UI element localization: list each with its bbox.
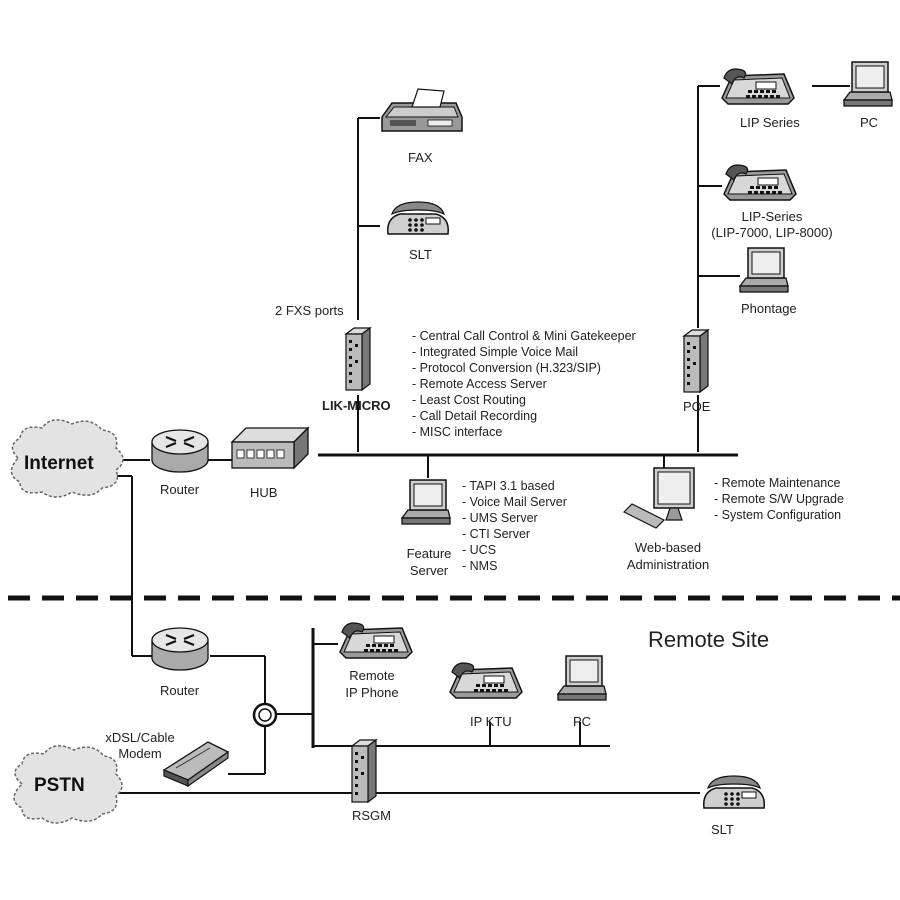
feature-server-feature-list: - TAPI 3.1 based - Voice Mail Server - U… <box>462 478 567 574</box>
fxs-ports-label: 2 FXS ports <box>275 303 344 318</box>
feature-item: - Call Detail Recording <box>412 409 538 423</box>
lip-series-label: LIP Series <box>740 115 800 130</box>
pc-bottom-icon <box>557 655 607 701</box>
pc-label: PC <box>860 115 879 130</box>
ip-ktu-phone-icon <box>449 662 523 699</box>
lik-micro-label: LIK-MICRO <box>322 398 391 413</box>
remote-ip-phone-icon <box>339 622 413 659</box>
feature-item: - Least Cost Routing <box>412 393 526 407</box>
phontage-icon <box>739 247 789 293</box>
feature-item: - Integrated Simple Voice Mail <box>412 345 579 359</box>
fax-icon <box>381 88 463 132</box>
modem-icon <box>162 741 230 788</box>
feature-server-icon <box>401 479 451 525</box>
feature-item: - Voice Mail Server <box>462 495 567 509</box>
modem-label-line1: xDSL/Cable <box>105 730 175 745</box>
pc-bottom-label: PC <box>573 714 592 729</box>
internet-cloud <box>10 419 124 498</box>
lip-series-2-label: LIP-Series <box>741 209 803 224</box>
web-admin-label-line2: Administration <box>626 557 710 572</box>
pc-icon <box>843 61 893 107</box>
feature-item: - MISC interface <box>412 425 503 439</box>
remote-ip-phone-label-line1: Remote <box>349 668 395 683</box>
poe-device-icon <box>683 329 709 393</box>
hub-icon <box>230 426 310 470</box>
connection-lines <box>117 85 850 794</box>
feature-item: - Protocol Conversion (H.323/SIP) <box>412 361 601 375</box>
web-admin-feature-list: - Remote Maintenance - Remote S/W Upgrad… <box>714 475 844 523</box>
lip-series-2-models-label: (LIP-7000, LIP-8000) <box>711 225 833 240</box>
rsgm-device-icon <box>351 739 377 803</box>
remote-site-title: Remote Site <box>648 627 770 652</box>
rsgm-label: RSGM <box>352 808 391 823</box>
modem-label-line2: Modem <box>118 746 162 761</box>
feature-item: - Central Call Control & Mini Gatekeeper <box>412 329 636 343</box>
feature-item: - TAPI 3.1 based <box>462 479 555 493</box>
poe-label: POE <box>683 399 711 414</box>
feature-server-label-line2: Server <box>409 563 449 578</box>
web-admin-label-line1: Web-based <box>634 540 702 555</box>
hub-label: HUB <box>250 485 278 500</box>
slt-label: SLT <box>409 247 432 262</box>
router-icon <box>150 428 210 474</box>
router-label: Router <box>160 482 200 497</box>
router-bottom-icon <box>150 626 210 672</box>
lip-series-phone-icon <box>723 164 797 201</box>
feature-item: - NMS <box>462 559 498 573</box>
internet-label: Internet <box>24 453 94 474</box>
web-admin-computer-icon <box>622 467 695 529</box>
feature-item: - UCS <box>462 543 497 557</box>
feature-item: - CTI Server <box>462 527 531 541</box>
remote-ip-phone-label-line2: IP Phone <box>345 685 399 700</box>
slt-bottom-label: SLT <box>711 822 734 837</box>
lik-micro-device-icon <box>345 327 371 391</box>
slt-bottom-phone-icon <box>703 775 765 809</box>
feature-item: - Remote S/W Upgrade <box>714 492 844 506</box>
lip-phone-icon <box>721 68 795 105</box>
feature-item: - System Configuration <box>714 508 842 522</box>
phontage-label: Phontage <box>741 301 797 316</box>
feature-item: - UMS Server <box>462 511 538 525</box>
pstn-label: PSTN <box>34 775 85 796</box>
feature-item: - Remote Access Server <box>412 377 547 391</box>
slt-phone-icon <box>387 201 449 235</box>
feature-item: - Remote Maintenance <box>714 476 841 490</box>
ip-ktu-label: IP KTU <box>470 714 512 729</box>
lik-micro-feature-list: - Central Call Control & Mini Gatekeeper… <box>412 328 636 440</box>
feature-server-label-line1: Feature <box>406 546 452 561</box>
router-bottom-label: Router <box>160 683 200 698</box>
fax-label: FAX <box>408 150 433 165</box>
pstn-cloud <box>13 745 123 824</box>
